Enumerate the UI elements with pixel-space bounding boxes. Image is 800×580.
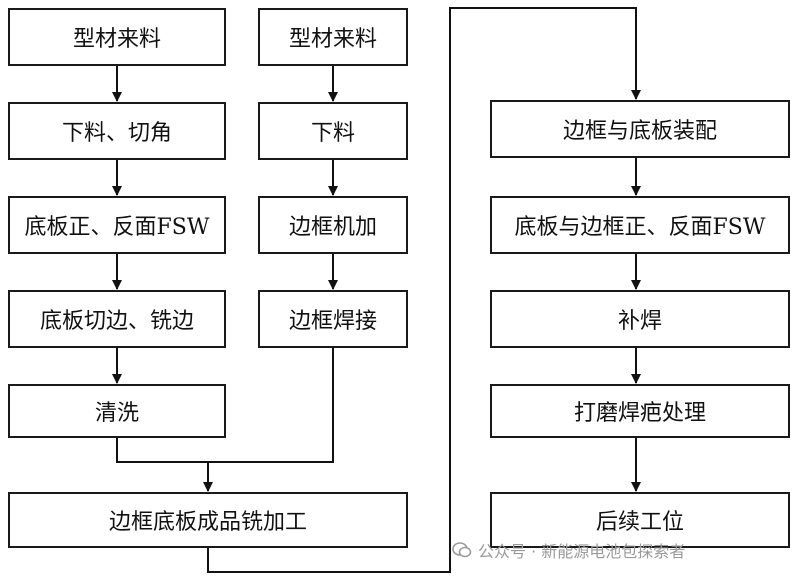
step-profile-incoming-left: 型材来料 (8, 8, 226, 66)
step-frame-machining: 边框机加 (258, 196, 408, 254)
step-profile-incoming-middle: 型材来料 (258, 8, 408, 66)
step-weld-scar-grinding: 打磨焊疤处理 (490, 384, 790, 438)
step-baseplate-fsw: 底板正、反面FSW (8, 196, 226, 254)
step-repair-welding: 补焊 (490, 290, 790, 348)
step-frame-welding: 边框焊接 (258, 290, 408, 348)
step-frame-baseplate-assembly: 边框与底板装配 (490, 100, 790, 158)
step-final-milling: 边框底板成品铣加工 (8, 492, 408, 548)
step-frame-baseplate-fsw: 底板与边框正、反面FSW (490, 196, 790, 254)
step-cleaning: 清洗 (8, 384, 226, 438)
step-subsequent-station: 后续工位 (490, 492, 790, 548)
watermark: 公众号 · 新能源电池包探索者 (452, 538, 685, 562)
watermark-text: 公众号 · 新能源电池包探索者 (478, 542, 686, 561)
step-cutting: 下料 (258, 102, 408, 160)
wechat-icon (452, 542, 472, 558)
connector-merge (116, 348, 334, 463)
connector-to-assembly (207, 7, 641, 573)
step-baseplate-trimming-milling: 底板切边、铣边 (8, 290, 226, 348)
step-cutting-and-corner: 下料、切角 (8, 102, 226, 160)
